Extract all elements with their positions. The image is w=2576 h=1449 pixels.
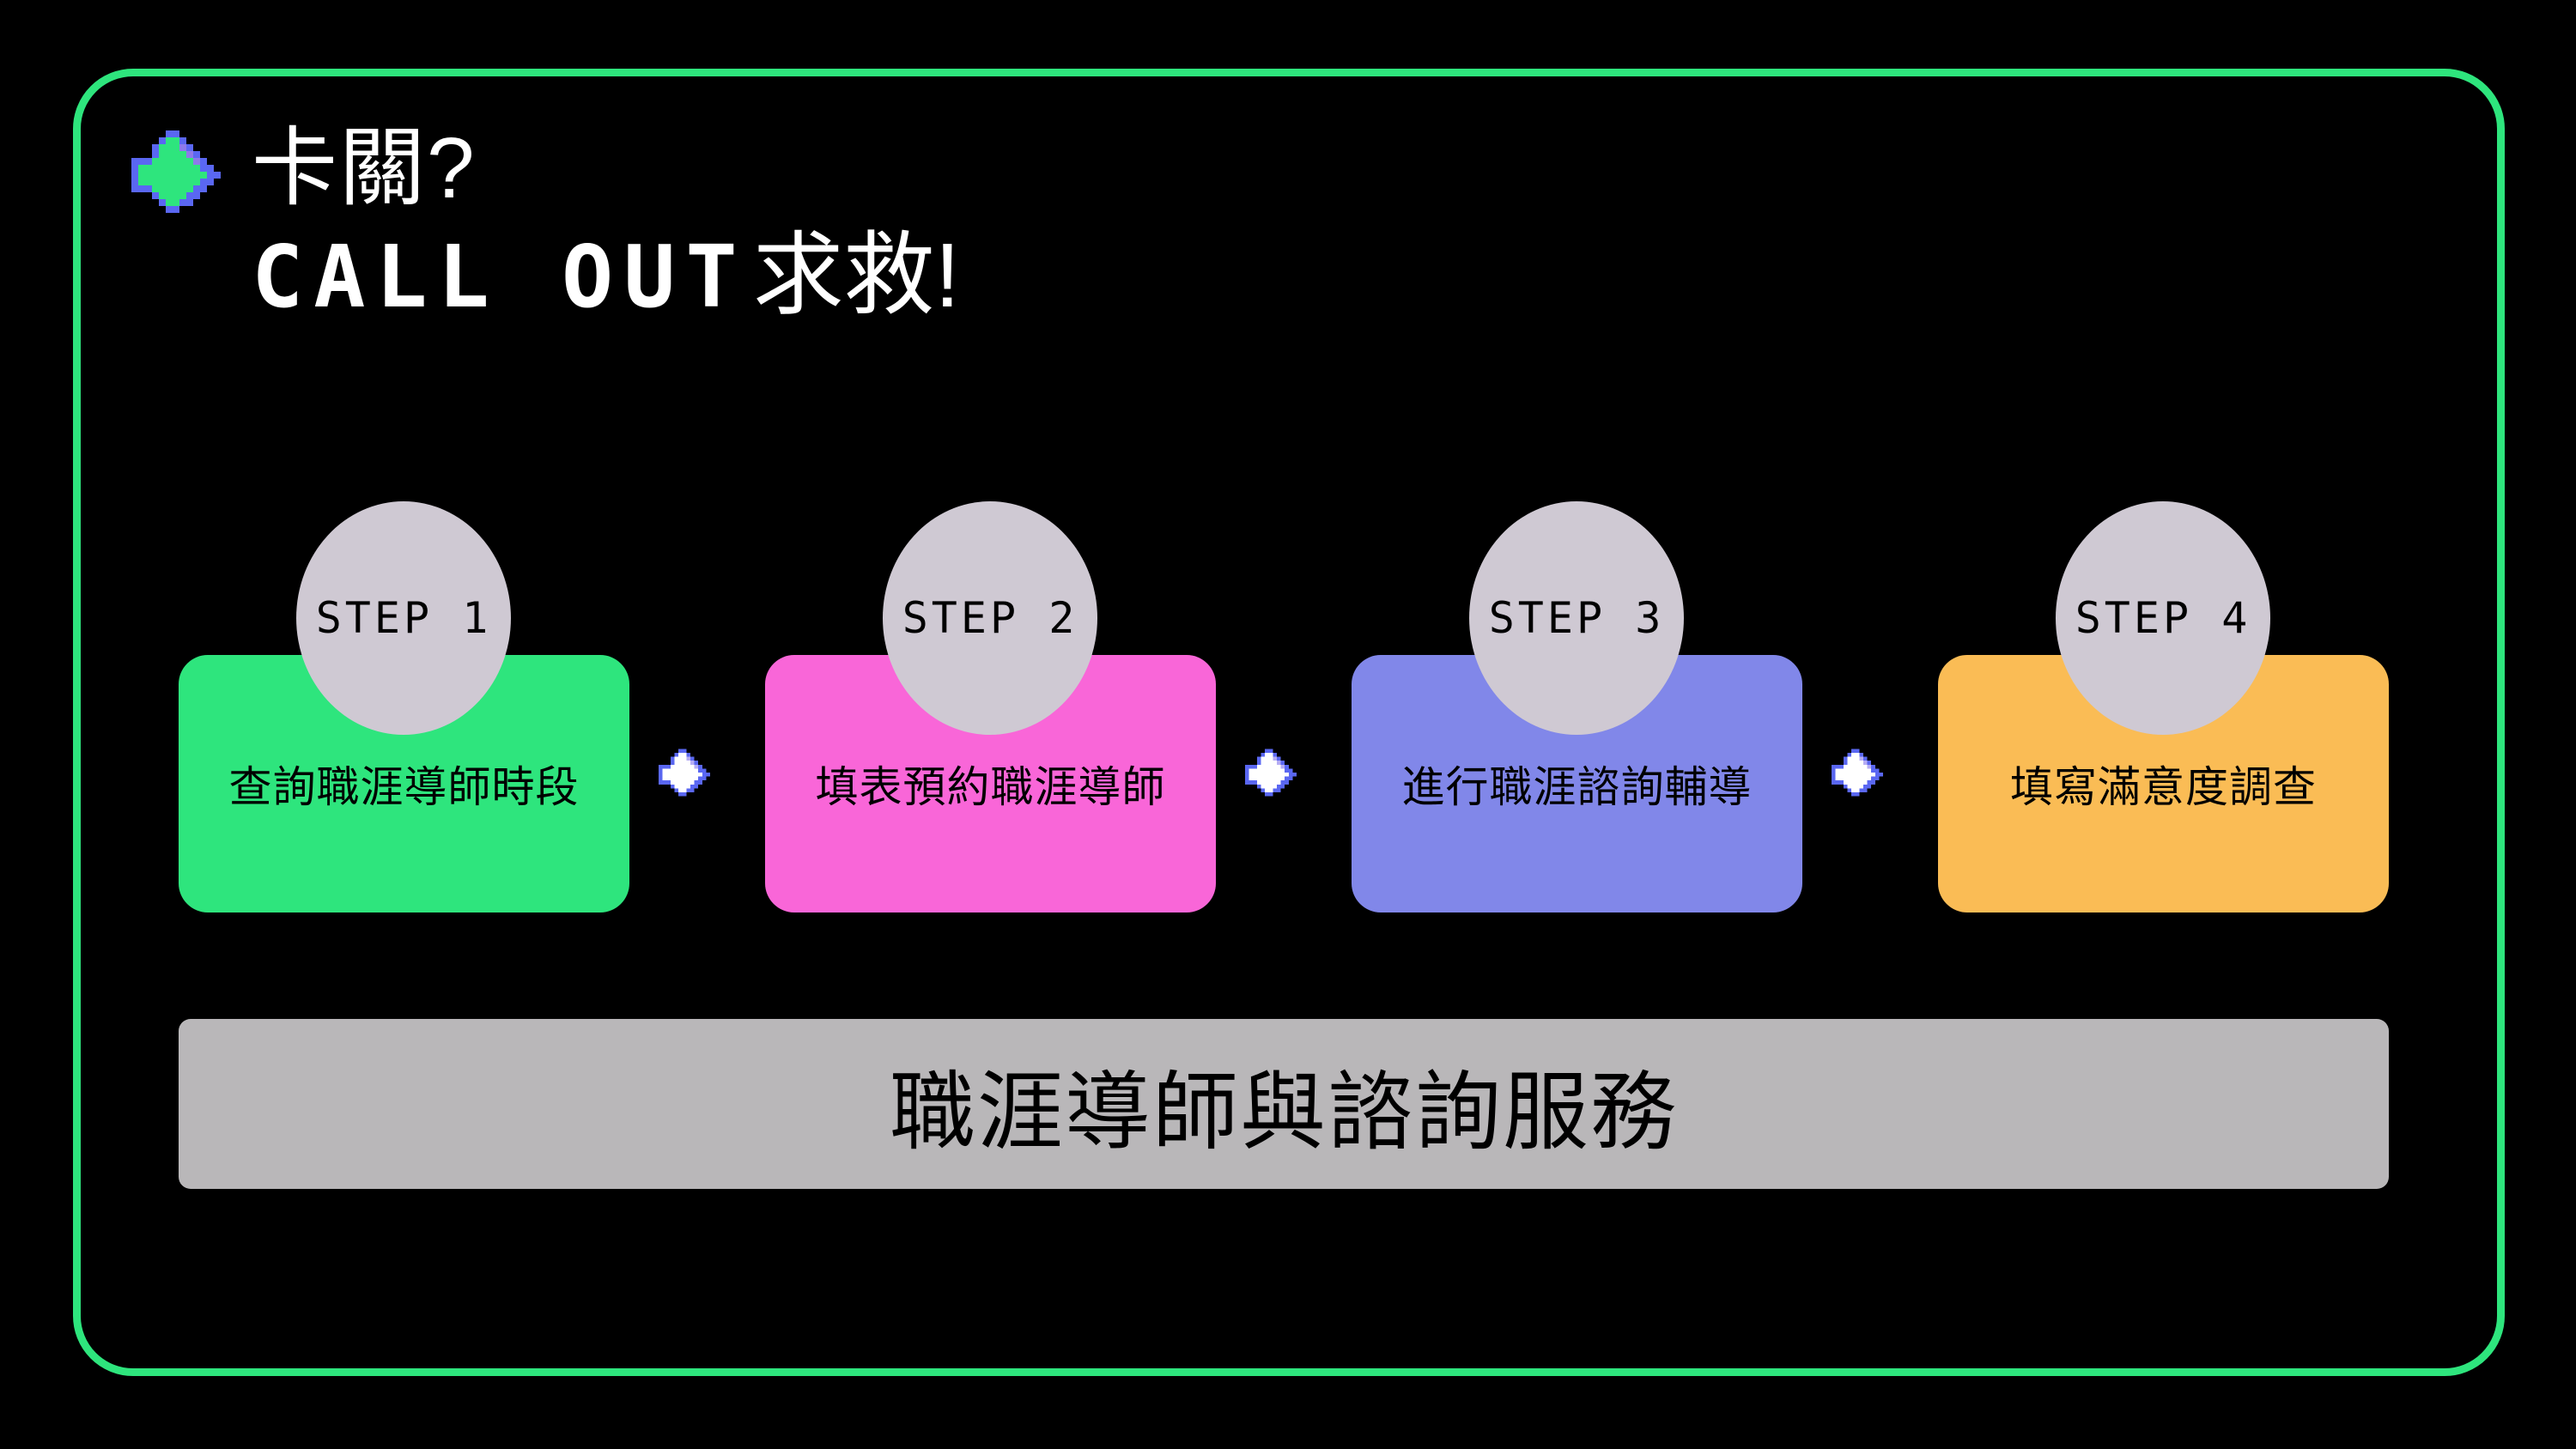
step-1-circle-label: STEP 1	[315, 593, 492, 643]
step-3-card-text: 進行職涯諮詢輔導	[1401, 763, 1753, 811]
step-4-card-text: 填寫滿意度調查	[2010, 763, 2317, 811]
footer-bar: 職涯導師與諮詢服務	[179, 1019, 2389, 1189]
title-line2-cjk: 求救!	[752, 225, 961, 326]
step-group-3: 進行職涯諮詢輔導 STEP 3	[1352, 0, 1802, 1449]
step-4-circle-label: STEP 4	[2075, 593, 2251, 643]
step-2-circle: STEP 2	[883, 501, 1097, 735]
step-3-circle: STEP 3	[1469, 501, 1684, 735]
step-arrow-icon	[659, 749, 710, 797]
title-text: 卡關? CALL OUT求救!	[252, 120, 960, 321]
step-group-4: 填寫滿意度調查 STEP 4	[1938, 0, 2389, 1449]
step-3-circle-label: STEP 3	[1488, 593, 1665, 643]
step-2-card-text: 填表預約職涯導師	[815, 763, 1166, 811]
step-group-2: 填表預約職涯導師 STEP 2	[765, 0, 1216, 1449]
title-line2: CALL OUT求救!	[252, 230, 960, 321]
step-1-card-text: 查詢職涯導師時段	[228, 763, 580, 811]
title-line1: 卡關?	[252, 120, 477, 216]
step-group-1: 查詢職涯導師時段 STEP 1	[179, 0, 629, 1449]
step-4-circle: STEP 4	[2056, 501, 2270, 735]
slide-border-frame	[73, 69, 2505, 1376]
title-line2-latin: CALL OUT	[252, 227, 748, 327]
title-group: 卡關? CALL OUT求救!	[131, 120, 960, 321]
step-2-circle-label: STEP 2	[902, 593, 1078, 643]
step-arrow-icon	[1832, 749, 1883, 797]
step-arrow-icon	[1245, 749, 1297, 797]
footer-text: 職涯導師與諮詢服務	[890, 1064, 1678, 1161]
step-1-circle: STEP 1	[296, 501, 511, 735]
